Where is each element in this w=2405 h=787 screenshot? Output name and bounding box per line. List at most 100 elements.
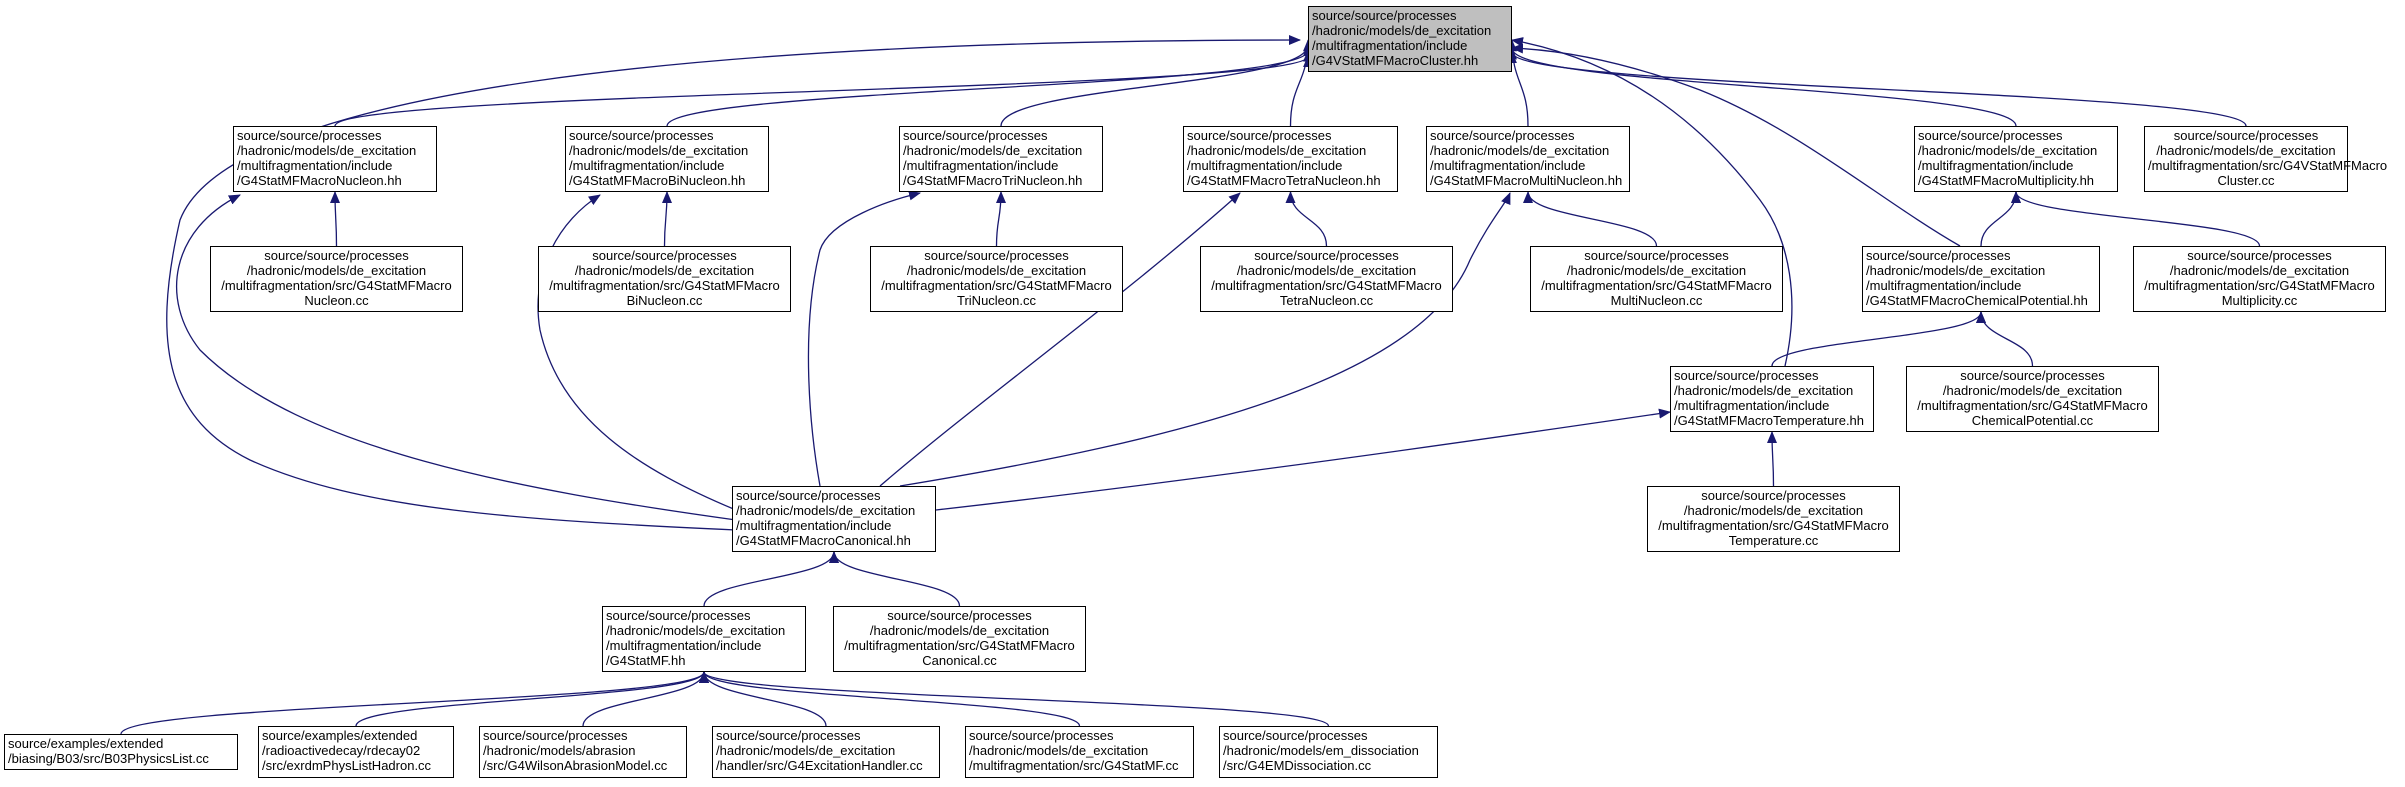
node-label-line: source/source/processes bbox=[1223, 728, 1368, 743]
node-trinucleon-hh[interactable]: source/source/processes/hadronic/models/… bbox=[899, 126, 1103, 192]
node-label-line: /handler/src/G4ExcitationHandler.cc bbox=[716, 758, 923, 773]
node-label-line: /multifragmentation/src/G4StatMFMacro bbox=[844, 638, 1075, 653]
edge-wilsonabrasion-cc-to-statmf-hh bbox=[582, 671, 709, 727]
node-nucleon-cc[interactable]: source/source/processes/hadronic/models/… bbox=[210, 246, 463, 312]
node-label-line: /hadronic/models/de_excitation bbox=[1566, 263, 1747, 278]
node-chempot-hh[interactable]: source/source/processes/hadronic/models/… bbox=[1862, 246, 2100, 312]
edge-canonical-hh-to-multinucleon-hh bbox=[899, 192, 1511, 487]
node-label-line: source/examples/extended bbox=[262, 728, 418, 743]
node-label-line: /hadronic/models/em_dissociation bbox=[1223, 743, 1419, 758]
edge-nucleon-cc-to-nucleon-hh bbox=[330, 191, 341, 247]
node-label-line: source/source/processes bbox=[1674, 368, 1819, 383]
node-canonical-cc[interactable]: source/source/processes/hadronic/models/… bbox=[833, 606, 1086, 672]
node-label-line: source/examples/extended bbox=[8, 736, 164, 751]
edge-canonical-hh-to-temperature-hh bbox=[935, 408, 1671, 511]
node-label-line: /hadronic/models/abrasion bbox=[483, 743, 636, 758]
edge-exrdmphyslisthadron-cc-to-statmf-hh bbox=[355, 671, 709, 727]
node-label-line: /multifragmentation/src/G4StatMFMacro bbox=[221, 278, 452, 293]
node-label-line: /multifragmentation/include bbox=[1187, 158, 1343, 173]
edge-binucleon-hh-to-vcluster bbox=[666, 49, 1313, 127]
node-tetranucleon-cc[interactable]: source/source/processes/hadronic/models/… bbox=[1200, 246, 1453, 312]
node-label-line: /G4StatMFMacroBiNucleon.hh bbox=[569, 173, 746, 188]
node-label-line: source/source/processes bbox=[237, 128, 382, 143]
node-label-line: /hadronic/models/de_excitation bbox=[237, 143, 417, 158]
node-label-line: /multifragmentation/src/G4StatMFMacro bbox=[1658, 518, 1889, 533]
edge-canonical-hh-to-binucleon-hh bbox=[537, 194, 737, 511]
node-label-line: /hadronic/models/de_excitation bbox=[1236, 263, 1417, 278]
node-label-line: /G4VStatMFMacroCluster.hh bbox=[1312, 53, 1479, 68]
node-trinucleon-cc[interactable]: source/source/processes/hadronic/models/… bbox=[870, 246, 1123, 312]
edge-emdissociation-cc-to-statmf-hh bbox=[699, 671, 1330, 727]
node-label-line: /G4StatMFMacroTriNucleon.hh bbox=[903, 173, 1083, 188]
node-emdissociation-cc[interactable]: source/source/processes/hadronic/models/… bbox=[1219, 726, 1438, 778]
edge-statmf-hh-to-canonical-hh bbox=[703, 551, 839, 607]
node-statmf-cc[interactable]: source/source/processes/hadronic/models/… bbox=[965, 726, 1194, 778]
node-temperature-cc[interactable]: source/source/processes/hadronic/models/… bbox=[1647, 486, 1900, 552]
node-label-line: BiNucleon.cc bbox=[626, 293, 703, 308]
node-exrdmphyslisthadron-cc[interactable]: source/examples/extended/radioactivedeca… bbox=[258, 726, 454, 778]
node-excitationhandler-cc[interactable]: source/source/processes/hadronic/models/… bbox=[712, 726, 940, 778]
edge-statmf-cc-to-statmf-hh bbox=[699, 671, 1081, 727]
node-label-line: /hadronic/models/de_excitation bbox=[1312, 23, 1492, 38]
node-label-line: source/source/processes bbox=[924, 248, 1069, 263]
node-label-line: /multifragmentation/include bbox=[903, 158, 1059, 173]
node-label-line: source/source/processes bbox=[592, 248, 737, 263]
node-label-line: /hadronic/models/de_excitation bbox=[903, 143, 1083, 158]
edge-chempot-cc-to-chempot-hh bbox=[1976, 311, 2034, 367]
node-label-line: Canonical.cc bbox=[922, 653, 997, 668]
node-label-line: /hadronic/models/de_excitation bbox=[969, 743, 1149, 758]
node-binucleon-cc[interactable]: source/source/processes/hadronic/models/… bbox=[538, 246, 791, 312]
node-label-line: /multifragmentation/include bbox=[606, 638, 762, 653]
node-label-line: /hadronic/models/de_excitation bbox=[1683, 503, 1864, 518]
edge-binucleon-cc-to-binucleon-hh bbox=[661, 191, 672, 247]
node-label-line: /hadronic/models/de_excitation bbox=[1866, 263, 2046, 278]
node-label-line: /multifragmentation/src/G4StatMFMacro bbox=[881, 278, 1112, 293]
node-label-line: source/source/processes bbox=[1187, 128, 1332, 143]
node-label-line: source/source/processes bbox=[2187, 248, 2332, 263]
node-multiplicity-cc[interactable]: source/source/processes/hadronic/models/… bbox=[2133, 246, 2386, 312]
node-chempot-cc[interactable]: source/source/processes/hadronic/models/… bbox=[1906, 366, 2159, 432]
node-vcluster[interactable]: source/source/processes/hadronic/models/… bbox=[1308, 6, 1512, 72]
edge-temperature-hh-to-chempot-hh bbox=[1771, 311, 1986, 367]
node-label-line: source/source/processes bbox=[736, 488, 881, 503]
edge-multiplicity-cc-to-multiplicity-hh bbox=[2011, 191, 2261, 247]
node-label-line: /hadronic/models/de_excitation bbox=[1674, 383, 1854, 398]
node-temperature-hh[interactable]: source/source/processes/hadronic/models/… bbox=[1670, 366, 1874, 432]
node-wilsonabrasion-cc[interactable]: source/source/processes/hadronic/models/… bbox=[479, 726, 687, 778]
node-label-line: TriNucleon.cc bbox=[957, 293, 1036, 308]
node-multinucleon-cc[interactable]: source/source/processes/hadronic/models/… bbox=[1530, 246, 1783, 312]
node-nucleon-hh[interactable]: source/source/processes/hadronic/models/… bbox=[233, 126, 437, 192]
node-vcluster-cc[interactable]: source/source/processes/hadronic/models/… bbox=[2144, 126, 2387, 192]
node-label-line: /G4StatMFMacroTetraNucleon.hh bbox=[1187, 173, 1381, 188]
edge-nucleon-hh-to-vcluster bbox=[334, 55, 1313, 127]
node-label-line: source/source/processes bbox=[716, 728, 861, 743]
node-label-line: source/source/processes bbox=[569, 128, 714, 143]
node-label-line: /multifragmentation/src/G4StatMFMacro bbox=[549, 278, 780, 293]
edge-tetranucleon-hh-to-vcluster bbox=[1289, 39, 1313, 127]
node-multinucleon-hh[interactable]: source/source/processes/hadronic/models/… bbox=[1426, 126, 1630, 192]
node-label-line: source/source/processes bbox=[1866, 248, 2011, 263]
node-label-line: /multifragmentation/include bbox=[237, 158, 393, 173]
node-label-line: source/source/processes bbox=[1312, 8, 1457, 23]
node-label-line: /hadronic/models/de_excitation bbox=[869, 623, 1050, 638]
node-label-line: /src/G4WilsonAbrasionModel.cc bbox=[483, 758, 668, 773]
node-label-line: source/source/processes bbox=[887, 608, 1032, 623]
node-multiplicity-hh[interactable]: source/source/processes/hadronic/models/… bbox=[1914, 126, 2118, 192]
node-label-line: /multifragmentation/include bbox=[569, 158, 725, 173]
node-label-line: /multifragmentation/src/G4StatMFMacro bbox=[2144, 278, 2375, 293]
node-binucleon-hh[interactable]: source/source/processes/hadronic/models/… bbox=[565, 126, 769, 192]
node-label-line: /src/G4EMDissociation.cc bbox=[1223, 758, 1372, 773]
node-b03physicslist-cc[interactable]: source/examples/extended/biasing/B03/src… bbox=[4, 734, 238, 770]
node-canonical-hh[interactable]: source/source/processes/hadronic/models/… bbox=[732, 486, 936, 552]
node-statmf-hh[interactable]: source/source/processes/hadronic/models/… bbox=[602, 606, 806, 672]
node-label-line: source/source/processes bbox=[1701, 488, 1846, 503]
node-tetranucleon-hh[interactable]: source/source/processes/hadronic/models/… bbox=[1183, 126, 1398, 192]
node-label-line: /G4StatMFMacroChemicalPotential.hh bbox=[1866, 293, 2088, 308]
node-label-line: /hadronic/models/de_excitation bbox=[906, 263, 1087, 278]
node-label-line: /multifragmentation/include bbox=[1918, 158, 2074, 173]
node-label-line: /multifragmentation/include bbox=[1430, 158, 1586, 173]
node-label-line: /hadronic/models/de_excitation bbox=[1918, 143, 2098, 158]
node-label-line: Nucleon.cc bbox=[304, 293, 369, 308]
